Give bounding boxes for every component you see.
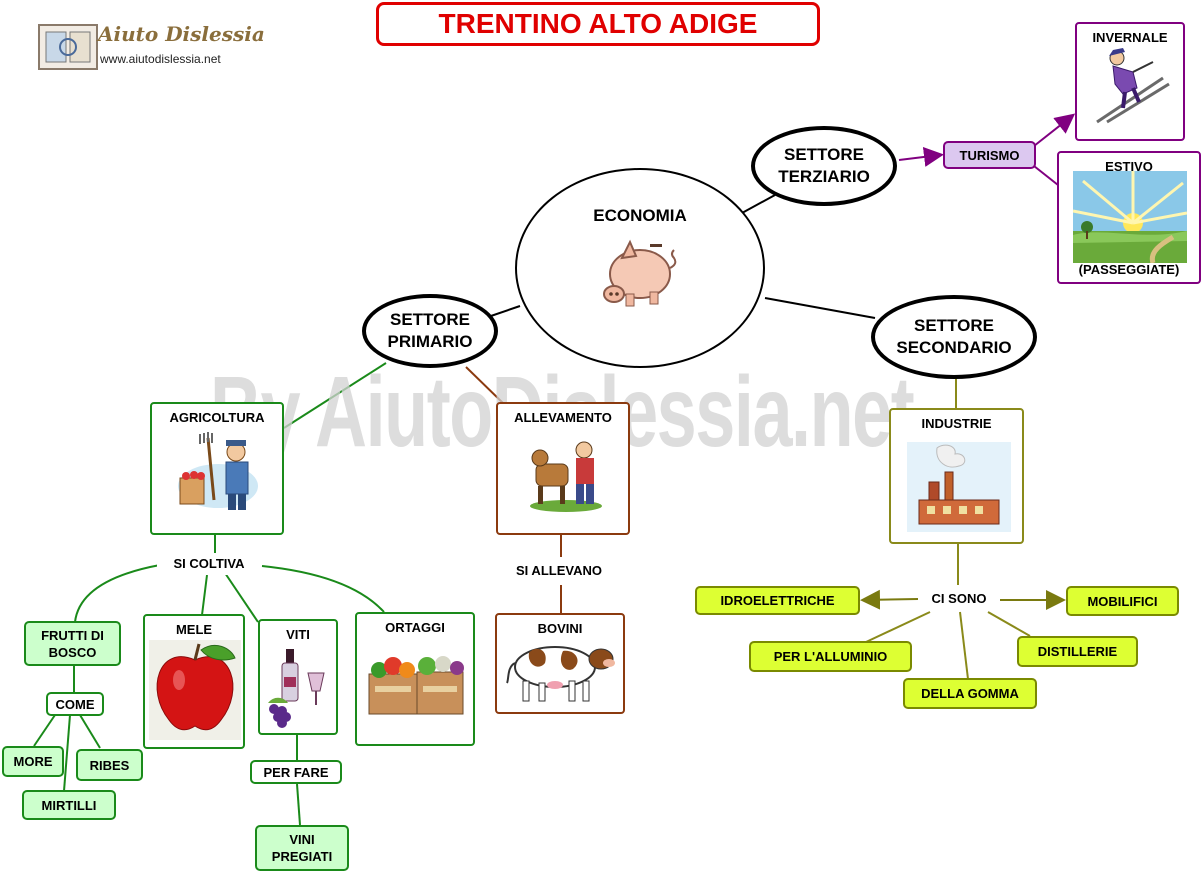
per-fare-label: PER FARE: [263, 764, 329, 780]
bovini-card: BOVINI: [495, 613, 625, 714]
agricoltura-card: AGRICOLTURA: [150, 402, 284, 535]
skier-icon: [1096, 48, 1170, 124]
vini-label: VINI PREGIATI: [271, 832, 333, 864]
viti-label: VITI: [286, 627, 310, 642]
idroelettriche-node: IDROELETTRICHE: [695, 586, 860, 615]
apple-icon: [149, 640, 241, 740]
settore-secondario-label: SETTORE SECONDARIO: [896, 316, 1012, 357]
economia-label: ECONOMIA: [593, 206, 687, 225]
settore-terziario-node: SETTORE TERZIARIO: [751, 126, 897, 206]
turismo-label: TURISMO: [959, 147, 1020, 163]
settore-primario-node: SETTORE PRIMARIO: [362, 294, 498, 368]
ci-sono-label: CI SONO: [931, 591, 987, 606]
page-title: TRENTINO ALTO ADIGE: [376, 2, 820, 46]
mele-label: MELE: [175, 622, 213, 637]
distillerie-label: DISTILLERIE: [1037, 644, 1118, 659]
settore-primario-label: SETTORE PRIMARIO: [387, 310, 473, 351]
more-label: MORE: [13, 754, 53, 769]
idroelettriche-label: IDROELETTRICHE: [720, 593, 835, 608]
ortaggi-card: ORTAGGI: [355, 612, 475, 746]
summer-landscape-icon: [1073, 171, 1187, 263]
ortaggi-label: ORTAGGI: [385, 620, 445, 635]
frutti-di-bosco-node: FRUTTI DI BOSCO: [24, 621, 121, 666]
industrie-card: INDUSTRIE: [889, 408, 1024, 544]
si-coltiva-label: SI COLTIVA: [157, 553, 261, 575]
ribes-node: RIBES: [76, 749, 143, 781]
alluminio-label: PER L'ALLUMINIO: [773, 649, 888, 664]
more-node: MORE: [2, 746, 64, 777]
viti-card: VITI: [258, 619, 338, 735]
si-allevano-label: SI ALLEVANO: [500, 560, 618, 582]
allevamento-card: ALLEVAMENTO: [496, 402, 630, 535]
industrie-label: INDUSTRIE: [921, 416, 992, 431]
gomma-label: DELLA GOMMA: [921, 686, 1019, 701]
mirtilli-node: MIRTILLI: [22, 790, 116, 820]
settore-secondario-node: SETTORE SECONDARIO: [871, 295, 1037, 379]
vegetables-icon: [368, 656, 464, 715]
per-alluminio-node: PER L'ALLUMINIO: [749, 641, 912, 672]
frutti-label: FRUTTI DI BOSCO: [41, 627, 104, 660]
estivo-card: ESTIVO (PASSEGGIATE): [1057, 151, 1201, 284]
come-label: COME: [55, 696, 95, 712]
passeggiate-label: (PASSEGGIATE): [1078, 262, 1180, 277]
factory-icon: [907, 442, 1011, 532]
della-gomma-node: DELLA GOMMA: [903, 678, 1037, 709]
bovini-label: BOVINI: [537, 621, 583, 636]
piggy-bank-icon: [603, 239, 677, 307]
estivo-label: ESTIVO: [1105, 159, 1153, 174]
settore-terziario-label: SETTORE TERZIARIO: [778, 145, 870, 186]
mobilifici-label: MOBILIFICI: [1087, 593, 1158, 609]
invernale-label: INVERNALE: [1092, 30, 1168, 45]
logo-url: www.aiutodislessia.net: [100, 52, 221, 66]
distillerie-node: DISTILLERIE: [1017, 636, 1138, 667]
turismo-node: TURISMO: [943, 141, 1036, 169]
allevamento-label: ALLEVAMENTO: [514, 410, 612, 425]
cow-icon: [506, 646, 615, 702]
cow-farmer-icon: [530, 441, 602, 512]
vini-pregiati-node: VINI PREGIATI: [255, 825, 349, 871]
agricoltura-label: AGRICOLTURA: [169, 410, 265, 425]
logo-icon: [38, 24, 98, 70]
farmer-icon: [178, 432, 258, 510]
ribes-label: RIBES: [89, 757, 130, 773]
come-node: COME: [46, 692, 104, 716]
invernale-card: INVERNALE: [1075, 22, 1185, 141]
per-fare-node: PER FARE: [250, 760, 342, 784]
mobilifici-node: MOBILIFICI: [1066, 586, 1179, 616]
logo-name: Aiuto Dislessia: [98, 22, 265, 46]
mirtilli-label: MIRTILLI: [41, 797, 97, 813]
mele-card: MELE: [143, 614, 245, 749]
wine-icon: [268, 649, 325, 728]
